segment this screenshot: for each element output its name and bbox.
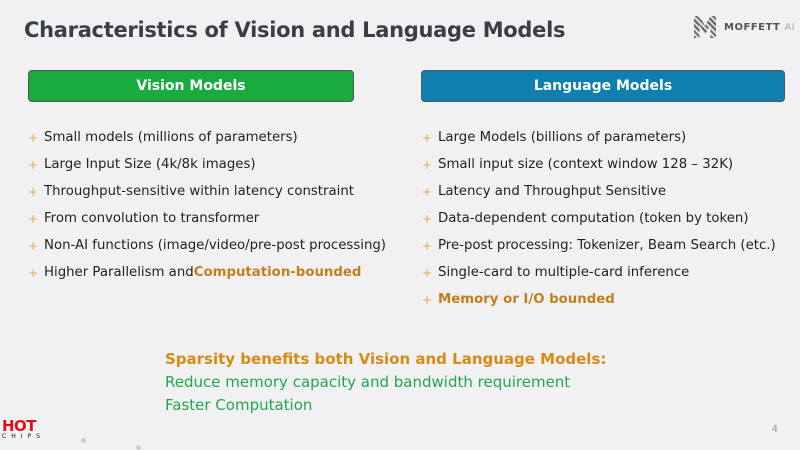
vision-models-header: Vision Models [28, 70, 354, 102]
decorative-dot [81, 438, 86, 443]
plus-bullet-icon: + [28, 211, 39, 226]
moffett-logo: MOFFETT AI [694, 16, 795, 38]
vision-models-list: + Small models (millions of parameters) + L… [28, 124, 386, 286]
moffett-logo-text: MOFFETT AI [724, 21, 796, 33]
plus-bullet-icon: + [28, 238, 39, 253]
list-item-text: Non-AI functions (image/video/pre-post p… [44, 238, 386, 253]
list-item: + Throughput-sensitive within latency con… [28, 178, 386, 205]
summary: Sparsity benefits both Vision and Langua… [165, 348, 606, 417]
list-item-text: Latency and Throughput Sensitive [438, 184, 667, 199]
plus-bullet-icon: + [422, 265, 433, 280]
plus-bullet-icon: + [422, 184, 433, 199]
plus-bullet-icon: + [422, 130, 433, 145]
slide-title: Characteristics of Vision and Language M… [24, 18, 566, 42]
list-item-text: Large Models (billions of parameters) [438, 130, 687, 145]
list-item: + Memory or I/O bounded [422, 286, 776, 313]
list-item-text: Throughput-sensitive within latency cons… [44, 184, 354, 199]
list-item: + Data-dependent computation (token by to… [422, 205, 776, 232]
decorative-dot [136, 445, 141, 450]
language-models-header: Language Models [421, 70, 785, 102]
moffett-logo-icon [694, 16, 716, 38]
list-item-text: Small input size (context window 128 – 3… [438, 157, 734, 172]
summary-line: Reduce memory capacity and bandwidth req… [165, 373, 571, 391]
plus-bullet-icon: + [422, 211, 433, 226]
list-item: + Large Input Size (4k/8k images) [28, 151, 386, 178]
list-item-highlight: Computation-bounded [193, 265, 362, 280]
list-item: + Small models (millions of parameters) [28, 124, 386, 151]
hot-chips-logo-bottom: CHIPS [2, 433, 45, 440]
plus-bullet-icon: + [28, 184, 39, 199]
list-item-text: Small models (millions of parameters) [44, 130, 298, 145]
list-item: + Higher Parallelism and Computation-boun… [28, 259, 386, 286]
list-item-text: Single-card to multiple-card inference [438, 265, 690, 280]
list-item-text: Pre-post processing: Tokenizer, Beam Sea… [438, 238, 776, 253]
summary-line: Faster Computation [165, 396, 313, 414]
plus-bullet-icon: + [422, 238, 433, 253]
list-item-text: From convolution to transformer [44, 211, 260, 226]
list-item: + Pre-post processing: Tokenizer, Beam Se… [422, 232, 776, 259]
list-item: + Non-AI functions (image/video/pre-post … [28, 232, 386, 259]
list-item-highlight: Memory or I/O bounded [438, 292, 615, 307]
list-item: + Small input size (context window 128 – … [422, 151, 776, 178]
language-models-list: + Large Models (billions of parameters) + S… [422, 124, 776, 313]
list-item: + Latency and Throughput Sensitive [422, 178, 776, 205]
page-number: 4 [771, 424, 778, 435]
plus-bullet-icon: + [28, 265, 39, 280]
list-item-text: Large Input Size (4k/8k images) [44, 157, 256, 172]
plus-bullet-icon: + [422, 292, 433, 307]
plus-bullet-icon: + [28, 157, 39, 172]
hot-chips-logo-top: HOT [2, 417, 37, 435]
list-item: + Single-card to multiple-card inference [422, 259, 776, 286]
hot-chips-logo: HOT CHIPS [2, 417, 45, 441]
list-item: + Large Models (billions of parameters) [422, 124, 776, 151]
list-item-text: Higher Parallelism and [44, 265, 194, 280]
plus-bullet-icon: + [28, 130, 39, 145]
list-item: + From convolution to transformer [28, 205, 386, 232]
plus-bullet-icon: + [422, 157, 433, 172]
list-item-text: Data-dependent computation (token by tok… [438, 211, 749, 226]
summary-headline: Sparsity benefits both Vision and Langua… [165, 350, 607, 368]
